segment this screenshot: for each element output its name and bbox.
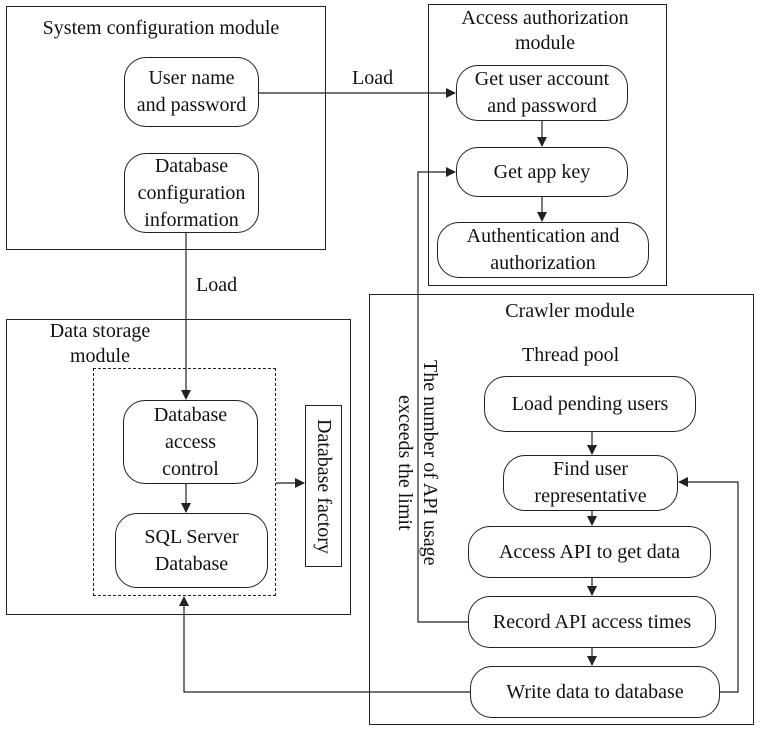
write-data-node: Write data to database xyxy=(470,666,720,718)
load-label-top: Load xyxy=(352,67,394,89)
record-api-times-node: Record API access times xyxy=(468,596,716,648)
access-authorization-module-title: Access authorization module xyxy=(461,7,629,54)
system-configuration-module xyxy=(6,6,326,250)
crawler-module-title: Crawler module xyxy=(505,300,635,322)
edge-write-to-find-loop xyxy=(678,477,739,693)
edge-api-limit-loop xyxy=(417,167,468,623)
access-authorization-module xyxy=(428,4,667,286)
access-api-node: Access API to get data xyxy=(468,526,711,578)
user-name-password-node: User name and password xyxy=(124,57,259,127)
data-storage-module-title: Data storage module xyxy=(49,320,151,367)
database-access-control-node: Database access control xyxy=(123,400,258,484)
get-app-key-node: Get app key xyxy=(456,147,628,197)
data-storage-module xyxy=(6,319,351,615)
api-limit-label: The number of API usage exceeds the limi… xyxy=(394,360,441,566)
database-dashed-container xyxy=(93,368,276,596)
database-factory-label: Database factory xyxy=(313,418,335,554)
sql-server-database-node: SQL Server Database xyxy=(115,513,268,588)
thread-pool-label: Thread pool xyxy=(522,344,620,366)
edge-write-to-database xyxy=(179,596,470,693)
load-label-left: Load xyxy=(196,274,238,296)
database-config-info-node: Database configuration information xyxy=(124,153,259,233)
find-user-representative-node: Find user representative xyxy=(503,455,678,511)
crawler-module xyxy=(369,294,754,725)
database-factory-box xyxy=(305,405,342,567)
system-configuration-module-title: System configuration module xyxy=(42,17,280,39)
load-pending-users-node: Load pending users xyxy=(484,376,696,432)
authentication-node: Authentication and authorization xyxy=(437,222,649,278)
get-user-account-node: Get user account and password xyxy=(456,65,628,121)
